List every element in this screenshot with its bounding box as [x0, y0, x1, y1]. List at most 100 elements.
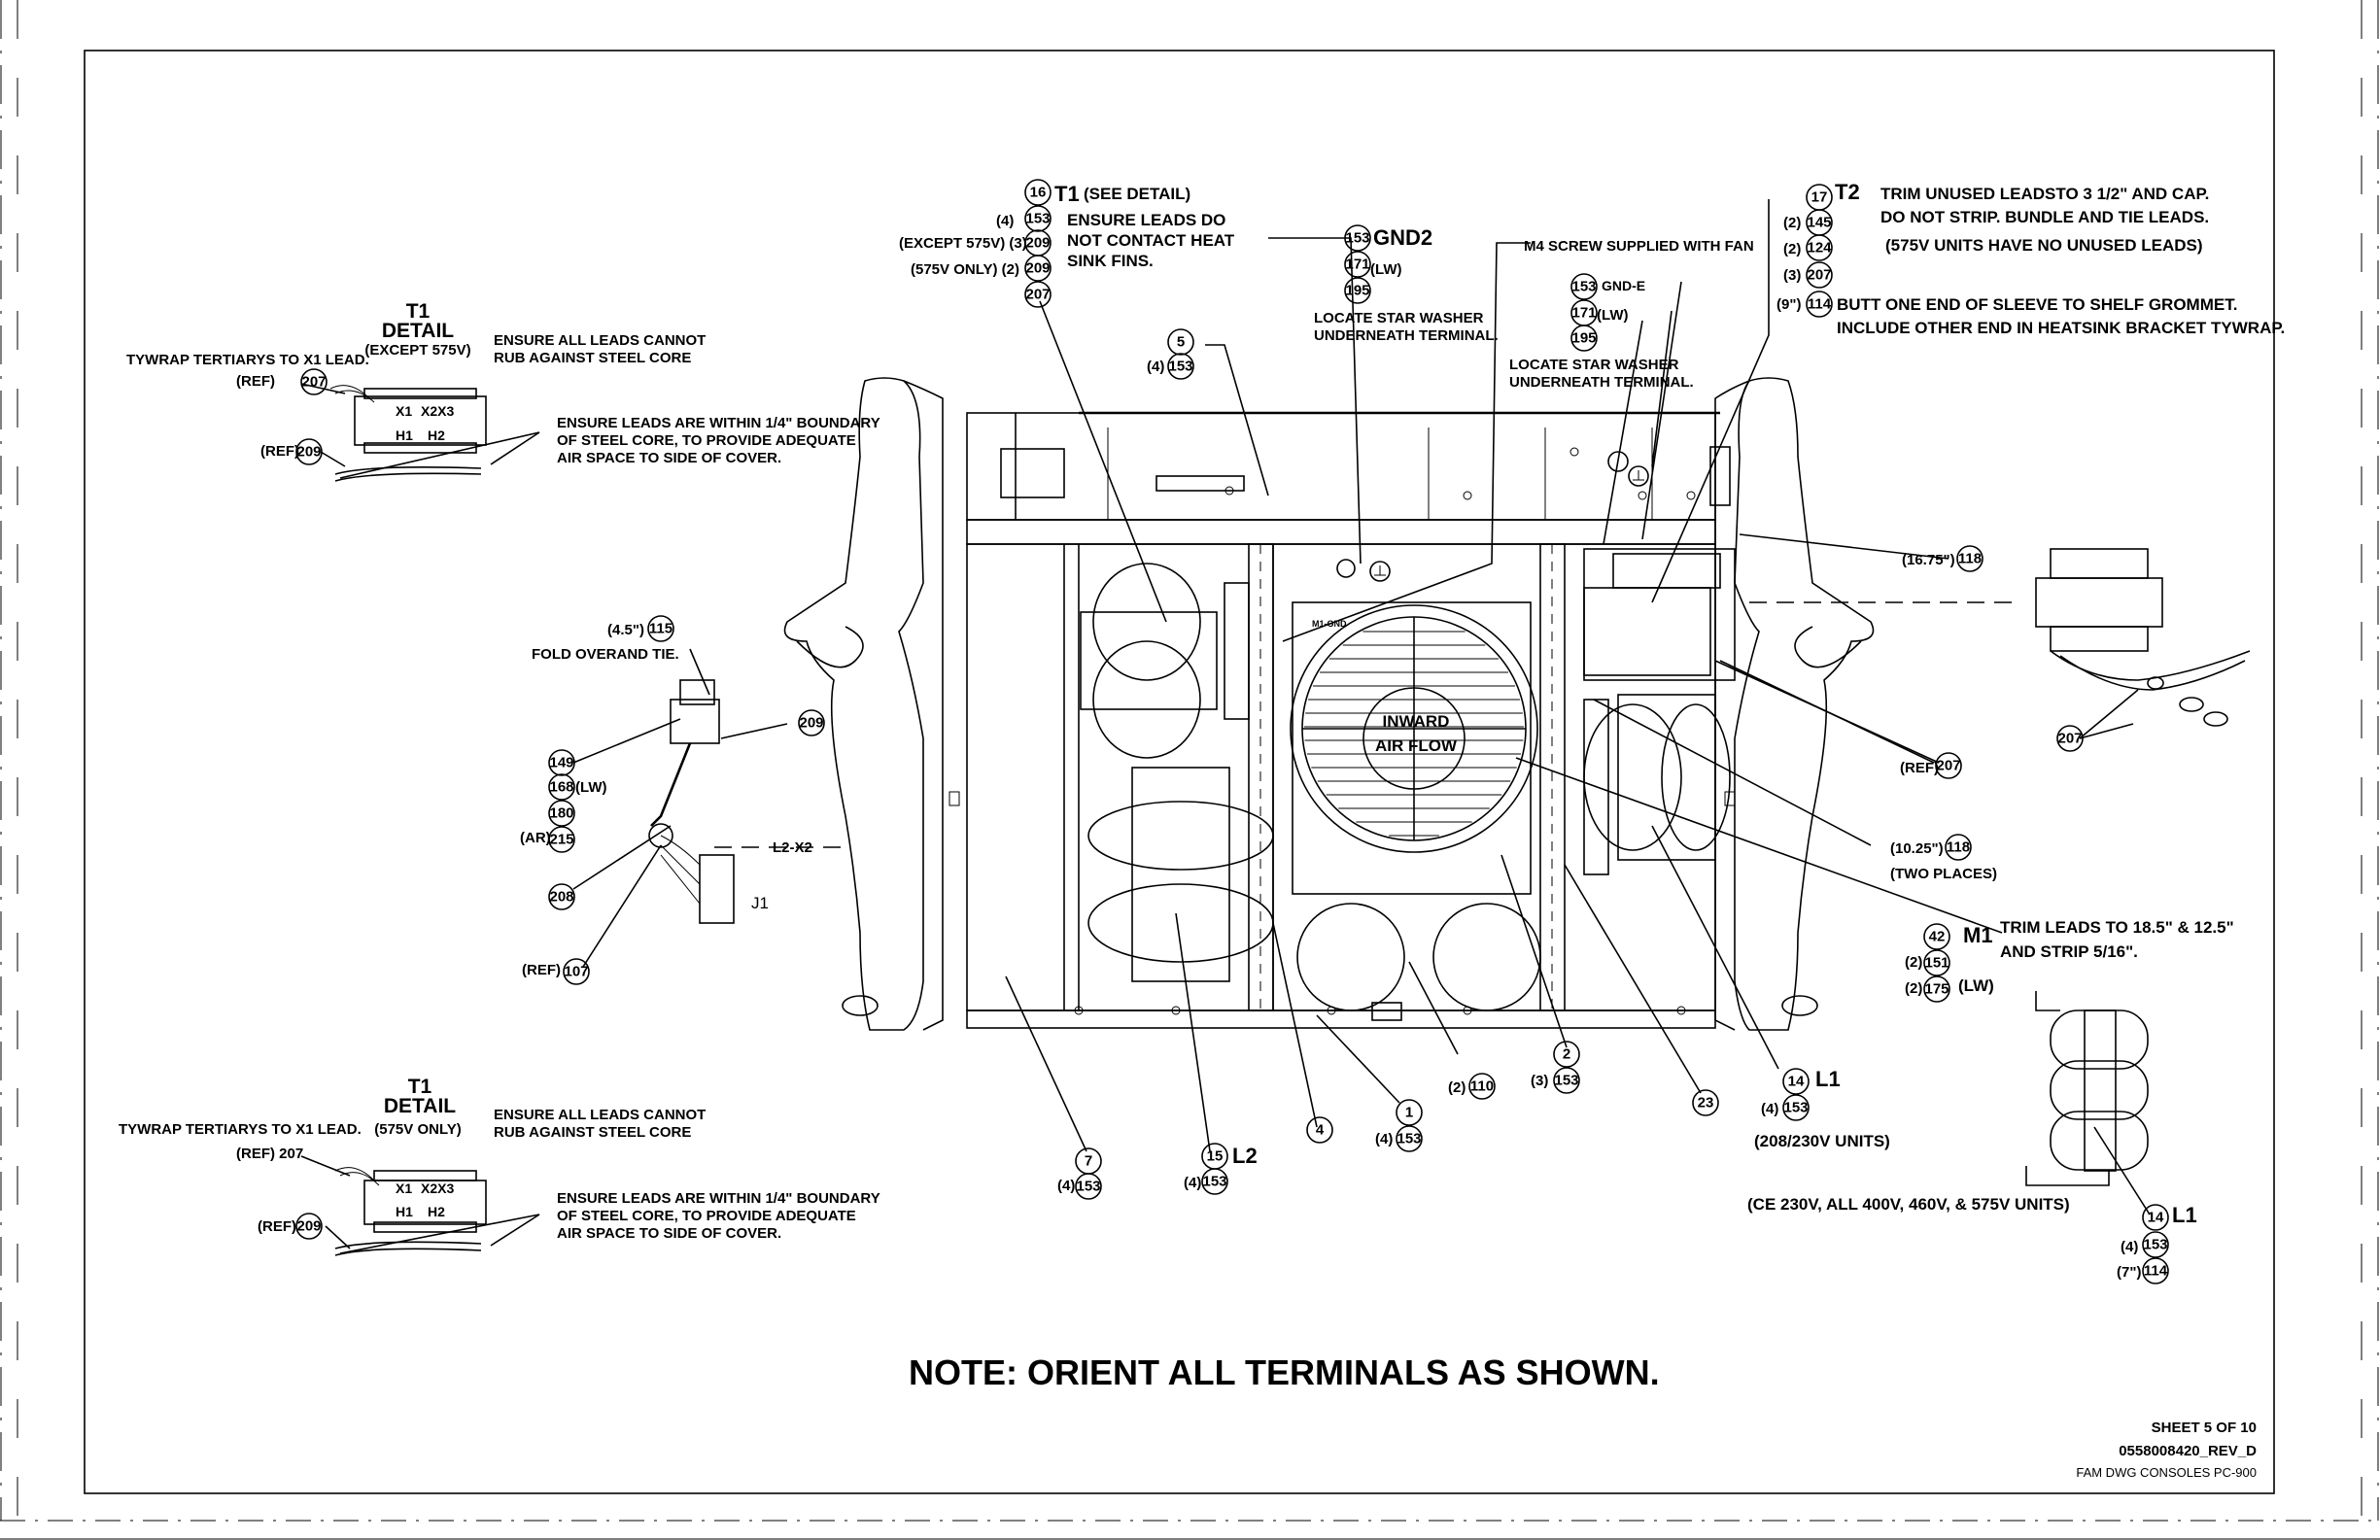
l1b-units: (CE 230V, ALL 400V, 460V, & 575V UNITS) — [1747, 1195, 2070, 1214]
balloon-number: 153 — [1202, 1174, 1226, 1190]
balloon-number: 207 — [2057, 731, 2082, 747]
balloon-number: 124 — [1807, 240, 1832, 257]
balloon-number: 175 — [1924, 981, 1949, 998]
t2-label: T2 — [1835, 180, 1860, 204]
l1b-q1: (4) — [2121, 1239, 2138, 1255]
balloon-circle — [563, 958, 590, 985]
balloon-circle — [1553, 1041, 1580, 1068]
t1-detail-top — [329, 385, 487, 482]
balloon-circle — [798, 709, 825, 736]
balloon-number: 17 — [1811, 189, 1828, 206]
balloon-number: 195 — [1345, 283, 1369, 299]
balloon-circle — [1692, 1089, 1719, 1116]
t2-side-view — [2035, 548, 2251, 727]
balloon-circle — [647, 615, 674, 642]
balloon-circle — [1945, 834, 1972, 861]
t1-top-bound2: OF STEEL CORE, TO PROVIDE ADEQUATE — [557, 432, 856, 449]
balloon-number: 153 — [1168, 359, 1192, 375]
t1-callout-line2: NOT CONTACT HEAT — [1067, 231, 1235, 250]
balloon-circle — [548, 749, 575, 776]
l1b-q2: (7") — [2117, 1264, 2141, 1281]
balloon-number: 209 — [799, 715, 823, 732]
balloon-number: 115 — [649, 621, 673, 637]
balloon-circle — [1570, 273, 1598, 300]
l1-side-view — [2025, 991, 2149, 1186]
balloon-circle — [295, 438, 323, 465]
t1-top-variant: (EXCEPT 575V) — [364, 342, 470, 359]
balloon-number: 23 — [1698, 1095, 1714, 1112]
bottom-q2: (3) — [1531, 1073, 1548, 1089]
balloon-number: 145 — [1807, 215, 1831, 231]
gnd2-note2: UNDERNEATH TERMINAL. — [1314, 327, 1499, 344]
t1-callout-q1: (4) — [996, 213, 1014, 229]
t1-callout-line1: ENSURE LEADS DO — [1067, 211, 1225, 229]
l1-units: (208/230V UNITS) — [1754, 1132, 1890, 1150]
t1-callout-q2: (EXCEPT 575V) (3) — [899, 235, 1027, 252]
balloon-circle — [1396, 1125, 1423, 1152]
balloon-number: 151 — [1924, 955, 1949, 972]
item5-q: (4) — [1147, 359, 1164, 375]
inward-label: INWARD — [1383, 712, 1450, 731]
gnd2-label: GND2 — [1373, 225, 1432, 250]
t2-q3: (3) — [1783, 267, 1801, 284]
fan — [1290, 604, 1538, 853]
drawing-name: FAM DWG CONSOLES PC-900 — [2076, 1465, 2257, 1480]
t1-top-x2x3: X2X3 — [421, 403, 454, 419]
balloon-number: 15 — [1207, 1148, 1224, 1165]
balloon-number: 153 — [1554, 1073, 1578, 1089]
balloon-number: 118 — [1947, 839, 1970, 856]
t1-top-rub1: ENSURE ALL LEADS CANNOT — [494, 332, 706, 349]
t1-top-h1: H1 — [396, 428, 413, 443]
t1-callout-see: (SEE DETAIL) — [1084, 185, 1190, 203]
bottom-q7: (4) — [1057, 1178, 1075, 1194]
balloon-circle — [1553, 1067, 1580, 1094]
balloon-circle — [1935, 752, 1962, 779]
balloon-number: 207 — [1807, 267, 1831, 284]
t1-bot-x2x3: X2X3 — [421, 1181, 454, 1196]
t1-top-ref-b: (REF) — [260, 443, 299, 460]
drawing-number: 0558008420_REV_D — [2119, 1443, 2257, 1459]
balloon-number: 107 — [564, 964, 588, 980]
balloon-circle — [2142, 1257, 2169, 1284]
balloon-number: 42 — [1929, 929, 1946, 945]
balloon-circle — [1024, 281, 1052, 308]
balloon-number: 180 — [549, 805, 573, 822]
m1-label: M1 — [1963, 923, 1993, 947]
balloon-number: 195 — [1571, 330, 1596, 347]
balloon-circle — [1923, 923, 1950, 950]
assy-fold: FOLD OVERAND TIE. — [532, 646, 679, 663]
balloon-number: 14 — [1788, 1074, 1805, 1090]
balloon-circle — [1806, 291, 1833, 318]
balloon-number: 110 — [1470, 1078, 1494, 1095]
balloon-circle — [1468, 1073, 1496, 1100]
balloon-number: 207 — [301, 374, 326, 391]
balloon-circle — [548, 883, 575, 910]
m1-q2: (2) — [1905, 980, 1922, 997]
balloon-circle — [1167, 353, 1194, 380]
l1b-label: L1 — [2172, 1203, 2197, 1227]
m1-lw: (LW) — [1958, 976, 1994, 995]
t1-bot-tywrap: TYWRAP TERTIARYS TO X1 LEAD. — [119, 1121, 362, 1138]
balloon-number: 153 — [2143, 1237, 2167, 1253]
balloon-number: 153 — [1076, 1179, 1100, 1195]
balloon-circle — [1782, 1068, 1810, 1095]
t1-callout-label: T1 — [1054, 182, 1080, 206]
assy-ref: (REF) — [522, 962, 561, 978]
t1-bot-rub2: RUB AGAINST STEEL CORE — [494, 1124, 691, 1141]
t1-callout-q3: (575V ONLY) (2) — [911, 261, 1019, 278]
t1-bot-bound3: AIR SPACE TO SIDE OF COVER. — [557, 1225, 781, 1242]
balloon-number: 7 — [1085, 1153, 1092, 1170]
t1-top-detail: DETAIL — [382, 320, 454, 342]
sheet-number: SHEET 5 OF 10 — [2152, 1420, 2257, 1436]
balloon-number: 168 — [549, 779, 573, 796]
m4-gnd-tag: M1-GND — [1312, 619, 1347, 629]
balloon-circle — [300, 368, 328, 395]
balloon-circle — [1306, 1116, 1333, 1144]
assy-q115: (4.5") — [607, 622, 644, 638]
item207r-q: (REF) — [1900, 760, 1939, 776]
m1-trim2: AND STRIP 5/16". — [2000, 942, 2138, 961]
balloon-circle — [548, 773, 575, 801]
